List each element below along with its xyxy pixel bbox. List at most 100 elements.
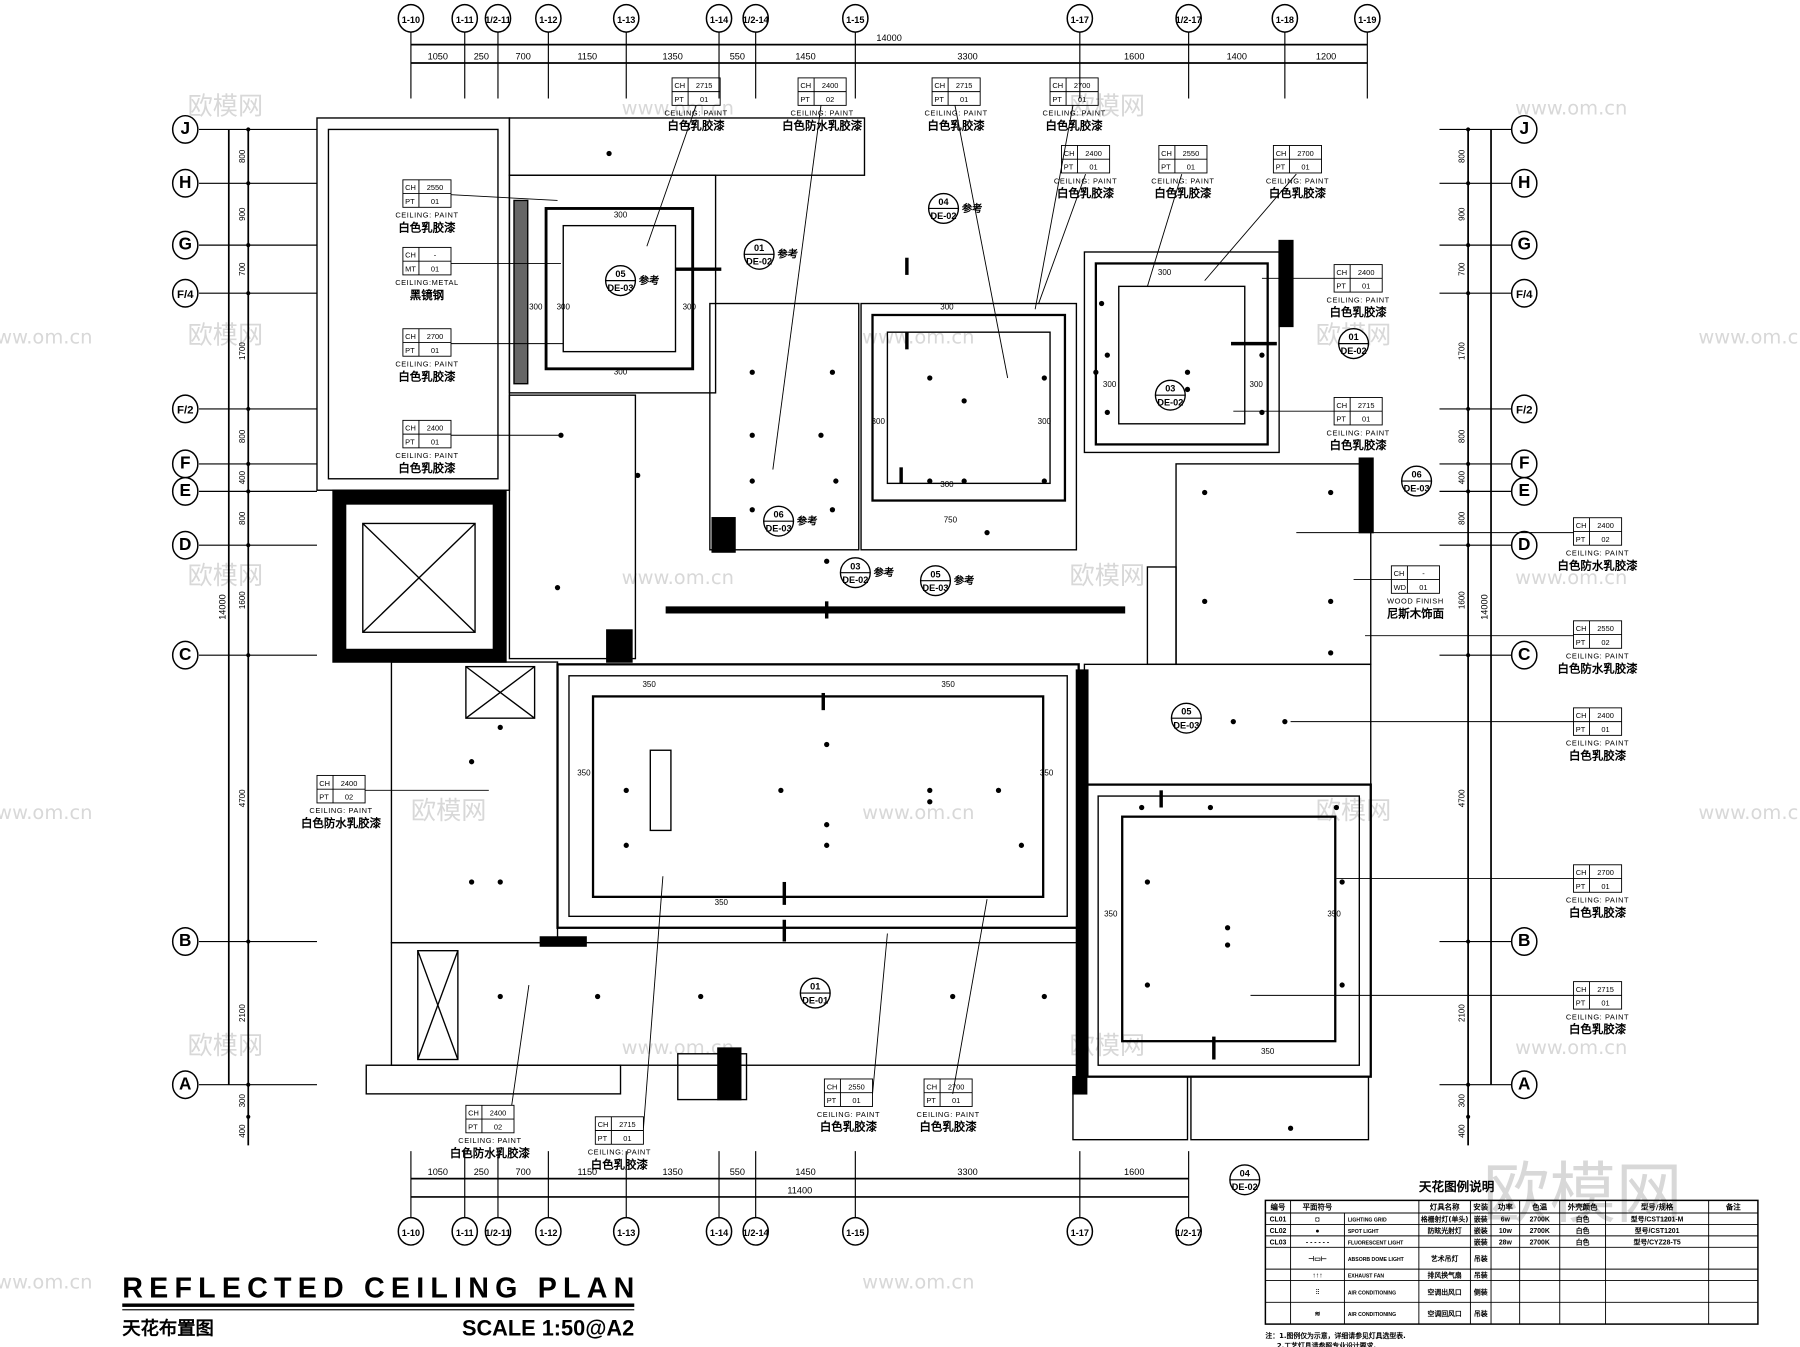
- dimension-tick: [1466, 181, 1471, 186]
- axis-bubble: [1175, 1216, 1202, 1246]
- axis-bubble: [451, 3, 479, 33]
- axis-label: 1/2-14: [743, 1228, 770, 1238]
- tag-key: PT: [405, 197, 415, 206]
- spot-light-icon: [984, 529, 990, 536]
- offset-dimension: 300: [940, 480, 954, 489]
- axis-bubble: [1510, 230, 1538, 260]
- tag-key: PT: [1576, 535, 1586, 544]
- tag-material: 白色乳胶漆: [1269, 186, 1327, 200]
- tag-height: 2400: [1597, 521, 1614, 530]
- tag-key: CH: [926, 1082, 937, 1091]
- tag-material: 白色乳胶漆: [668, 118, 726, 132]
- callout-number: 01: [754, 243, 764, 253]
- tag-key: PT: [1576, 882, 1586, 891]
- axis-bubble: [397, 1216, 425, 1246]
- callout-reference: DE-02: [1341, 346, 1367, 356]
- dimension-value: 1350: [662, 52, 682, 62]
- tag-height: 2715: [696, 81, 713, 90]
- dimension-tick: [246, 461, 251, 466]
- dimension-tick: [1466, 1114, 1471, 1119]
- spot-light-icon: [824, 558, 830, 564]
- spot-lights: [468, 150, 1345, 1131]
- dimension-value: 800: [1458, 429, 1467, 443]
- axis-label: F/2: [177, 404, 194, 416]
- tag-material: 白色乳胶漆: [1046, 118, 1104, 132]
- callout-number: 03: [850, 561, 860, 571]
- dimension-tick: [246, 1114, 251, 1119]
- axis-bubble: [171, 168, 199, 198]
- tag-code: 02: [494, 1122, 502, 1131]
- leader-line: [450, 194, 558, 201]
- callout-number: 04: [1240, 1168, 1251, 1178]
- spot-light-icon: [1224, 925, 1231, 931]
- legend-header: 型号/规格: [1641, 1202, 1674, 1212]
- spot-light-icon: [1328, 598, 1334, 604]
- spot-light-icon: [1282, 718, 1288, 725]
- dimension-tick: [246, 489, 251, 494]
- spot-light-icon: [824, 822, 830, 828]
- legend-cell: ⊣▭⊢: [1308, 1255, 1326, 1263]
- spot-light-icon: [927, 799, 933, 805]
- axis-label: E: [1519, 480, 1530, 500]
- tag-key: CH: [319, 779, 330, 788]
- spot-light-icon: [1202, 598, 1208, 604]
- tag-key: CH: [1576, 711, 1587, 720]
- spot-light-icon: [1328, 489, 1334, 496]
- tag-code: 01: [960, 95, 968, 104]
- callout-number: 01: [1348, 332, 1358, 342]
- axis-label: 1/2-11: [485, 15, 510, 25]
- tag-type: CEILING: PAINT: [664, 109, 727, 118]
- spot-light-icon: [497, 724, 503, 730]
- legend-header: 色温: [1532, 1202, 1547, 1212]
- callout-reference: DE-02: [1232, 1182, 1258, 1192]
- legend-cell: 2700K: [1530, 1217, 1550, 1224]
- tag-key: CH: [405, 251, 416, 260]
- tag-type: CEILING: PAINT: [1566, 652, 1629, 661]
- tag-material: 白色乳胶漆: [820, 1120, 878, 1134]
- legend-cell: 吊装: [1474, 1271, 1488, 1280]
- legend-cell: 2700K: [1530, 1228, 1550, 1235]
- callout-reference: DE-02: [842, 575, 868, 585]
- axis-label: C: [1518, 644, 1530, 664]
- dimension-tick: [1466, 406, 1471, 411]
- spot-light-icon: [1098, 300, 1105, 307]
- dimension-value: 1600: [1124, 52, 1144, 62]
- axis-bubble: [1175, 3, 1202, 33]
- spot-light-icon: [1139, 804, 1145, 811]
- spot-light-icon: [1230, 718, 1236, 725]
- tag-material: 白色防水乳胶漆: [450, 1146, 531, 1160]
- dimension-tick: [1466, 489, 1471, 494]
- tag-height: 2550: [427, 183, 444, 192]
- spot-light-icon: [778, 787, 784, 793]
- tag-key: CH: [405, 424, 416, 433]
- legend-cell: LIGHTING GRID: [1348, 1218, 1387, 1224]
- watermark-logo: 欧模网: [188, 561, 264, 590]
- dimension-value: 1700: [238, 342, 247, 360]
- dimension-tick: [246, 1082, 251, 1087]
- tag-code: 02: [1601, 638, 1609, 647]
- spot-light-icon: [829, 369, 836, 375]
- spot-light-icon: [1041, 375, 1047, 381]
- spot-light-icon: [468, 879, 475, 885]
- tag-height: 2400: [1358, 268, 1375, 277]
- tag-key: PT: [405, 346, 415, 355]
- legend-header: 安装: [1473, 1202, 1488, 1212]
- axis-label: 1-12: [539, 15, 557, 25]
- spot-light-icon: [927, 375, 933, 381]
- callout-reference: DE-03: [923, 583, 949, 593]
- axis-bubble: [1066, 1216, 1094, 1246]
- section-callouts: 05DE-03参考01DE-02参考04DE-02参考03DE-02参考01DE…: [604, 192, 1433, 1196]
- tag-code: 01: [1078, 95, 1086, 104]
- spot-light-icon: [1093, 369, 1099, 375]
- axis-label: C: [179, 644, 191, 664]
- tag-key: PT: [319, 792, 329, 801]
- dimension-total: 14000: [217, 594, 227, 619]
- tag-code: 01: [1601, 999, 1609, 1008]
- spot-light-icon: [1184, 386, 1191, 393]
